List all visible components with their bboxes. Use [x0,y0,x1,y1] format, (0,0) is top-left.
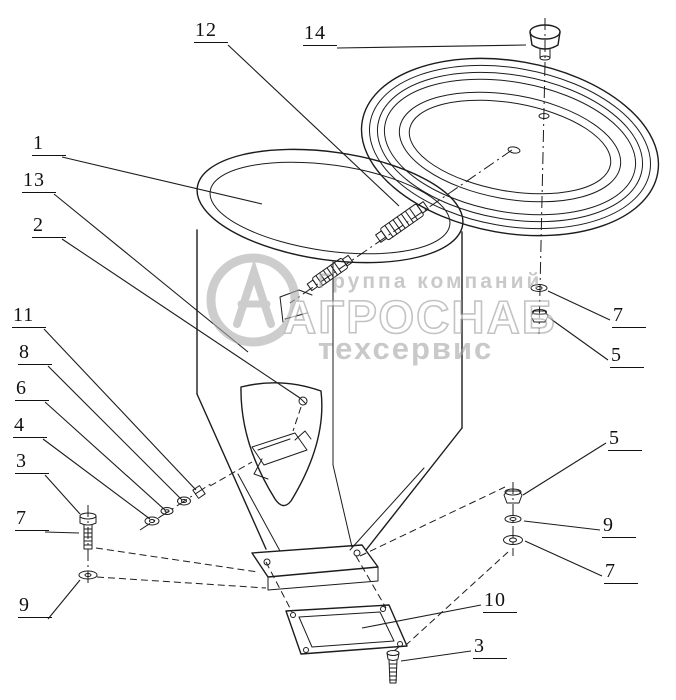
callout-9-left: 9 [18,595,52,618]
threaded-coupler-upper [375,201,429,243]
outlet-bolt-hardware [359,482,523,646]
callout-13: 13 [22,170,56,193]
callout-3-bottom: 3 [473,636,507,659]
callout-11: 11 [12,305,46,328]
latch-body [251,432,308,466]
latch-handle [253,458,269,480]
callout-3-left: 3 [15,451,49,474]
watermark-line3: техсервис [318,331,493,366]
nut [530,310,549,323]
callout-12: 12 [194,20,228,43]
callout-7-upper-right: 7 [612,305,646,328]
callout-8: 8 [18,342,52,365]
callout-7-left: 7 [15,508,49,531]
callout-10: 10 [483,590,517,613]
agrosnab-logo-icon [206,253,300,347]
bottom-bolt [386,645,401,684]
watermark-line2: АГРОСНАБ [283,291,557,343]
callout-5-lower-right: 5 [608,428,642,451]
callout-6: 6 [15,378,49,401]
lid-stud-hardware [530,284,549,323]
outlet-flange [251,544,387,613]
callout-4: 4 [13,415,47,438]
front-shield-panel [240,382,323,507]
lid [360,57,660,237]
watermark: Группа компаний АГРОСНАБ техсервис [206,253,557,366]
callout-7-lower-right: 7 [604,561,638,584]
gasket [285,604,408,655]
callout-9-right: 9 [602,515,636,538]
latch-hardware-group [139,461,253,531]
callout-14: 14 [303,23,337,46]
callout-2: 2 [32,215,66,238]
callout-1: 1 [32,133,66,156]
rim-catch-bracket [279,289,313,323]
left-bolt-washer [78,505,267,589]
shield-screw [298,396,308,406]
hopper-body [196,148,464,552]
latch-hook [294,430,312,441]
nut [503,490,523,504]
callout-5-upper-right: 5 [610,345,644,368]
watermark-line1: Группа компаний [318,270,542,293]
